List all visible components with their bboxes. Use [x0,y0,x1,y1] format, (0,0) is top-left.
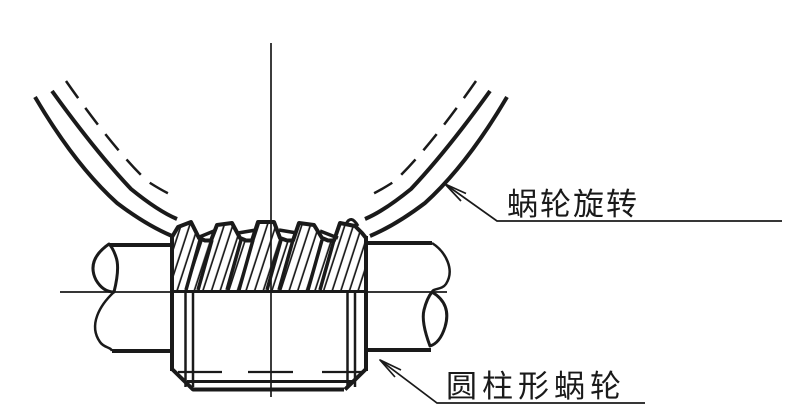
worm-thread-zone [170,218,368,293]
thread-end-hook [344,218,360,227]
leader-cylindrical-worm: 圆柱形蜗轮 [379,359,645,405]
label-cylindrical-worm: 圆柱形蜗轮 [446,369,626,405]
rim-dashed-arc-left [64,80,177,199]
thread-flank-lines [184,239,336,291]
worm-bottom-profile [170,367,368,392]
rim-inner-arc-right [364,89,492,221]
worm-wheel-rim-right [364,80,509,238]
worm-body [170,236,368,392]
thread-hatch-fill [172,222,366,291]
rim-dashed-arc-right [365,80,478,199]
shaft-left [91,242,173,353]
rim-outer-arc-right [369,95,509,238]
shaft-break-lens-right [421,290,449,348]
shaft-break-scurve-right [430,241,451,293]
label-wheel-rotation: 蜗轮旋转 [507,187,639,223]
centerlines [60,43,447,397]
worm-wheel-rim-left [33,80,178,238]
wheel-tooth-tips [196,228,339,240]
rim-outer-arc-left [33,95,173,238]
leader-wheel-rotation: 蜗轮旋转 [444,183,782,223]
shaft-break-lens-left [91,242,120,294]
leader-line [379,359,645,404]
rim-inner-arc-left [50,89,178,221]
shaft-break-scurve-left [93,291,115,352]
shaft-right [365,241,451,352]
leader-line [444,183,782,222]
